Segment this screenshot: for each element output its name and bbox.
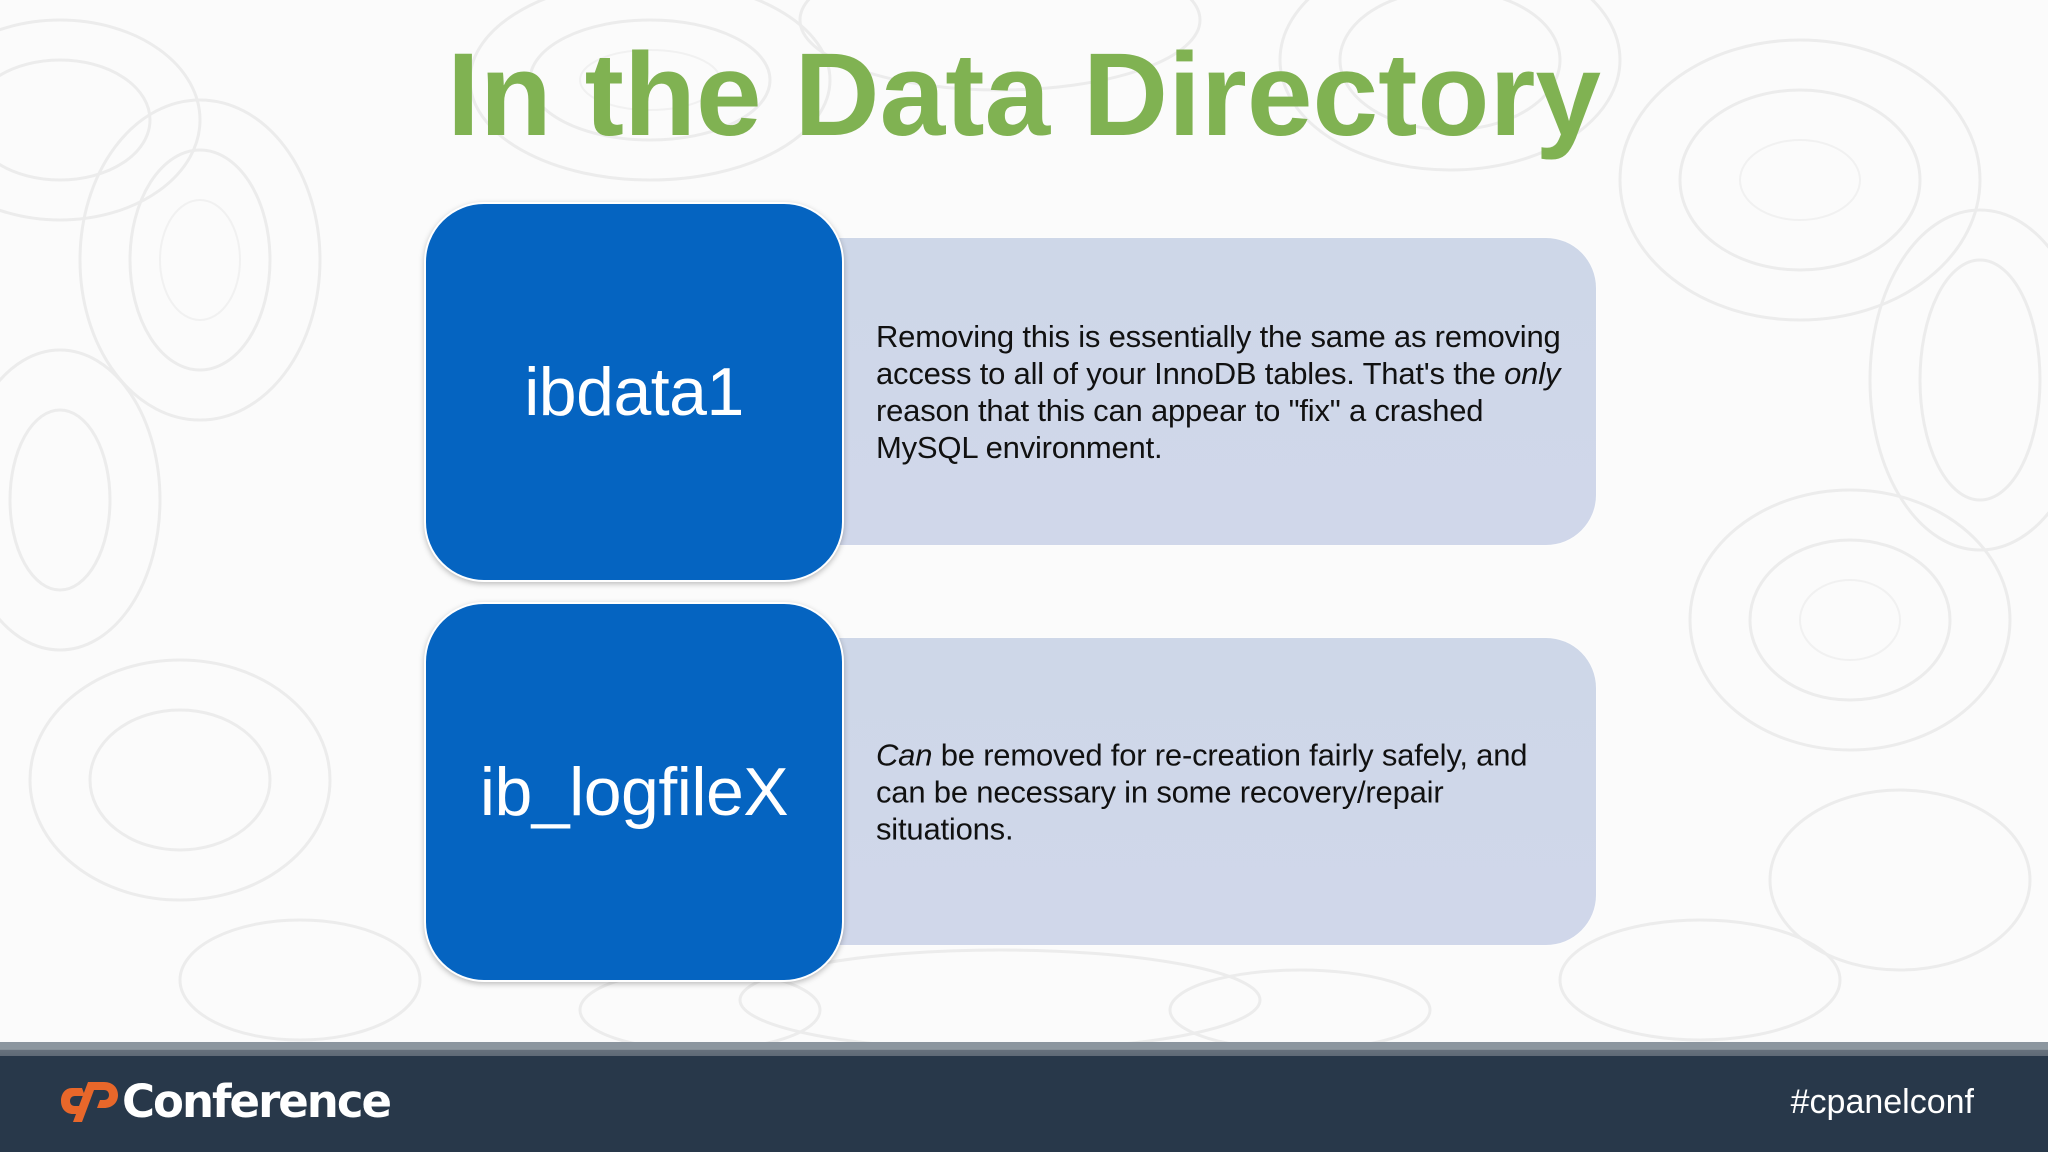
description-text-after: reason that this can appear to "fix" a c…	[876, 392, 1484, 465]
file-item-ibdata1: Removing this is essentially the same as…	[0, 202, 2048, 584]
cpanel-logo-icon	[61, 1082, 118, 1122]
contour-lines-decoration	[0, 0, 2048, 1042]
slide-title: In the Data Directory	[446, 29, 1602, 161]
term-box: ib_logfileX	[424, 602, 844, 982]
logo-text: Conference	[122, 1075, 392, 1128]
description-emphasis: Can	[876, 737, 933, 772]
footer-hashtag: #cpanelconf	[1790, 1083, 1974, 1121]
description-text-after: be removed for re-creation fairly safely…	[876, 737, 1528, 846]
description-panel: Removing this is essentially the same as…	[830, 238, 1596, 545]
description-text: Removing this is essentially the same as…	[876, 318, 1576, 466]
description-panel: Can be removed for re-creation fairly sa…	[830, 638, 1596, 945]
file-item-ib-logfile: Can be removed for re-creation fairly sa…	[0, 602, 2048, 984]
term-box: ibdata1	[424, 202, 844, 582]
term-label: ibdata1	[524, 354, 744, 430]
footer-bar: Conference #cpanelconf	[0, 1056, 2048, 1152]
cpanel-conference-logo: Conference	[60, 1075, 392, 1128]
description-emphasis: only	[1504, 355, 1561, 391]
term-label: ib_logfileX	[479, 754, 789, 830]
footer-divider-stripe	[0, 1042, 2048, 1056]
description-text: Can be removed for re-creation fairly sa…	[876, 736, 1576, 847]
description-text-before: Removing this is essentially the same as…	[876, 318, 1561, 391]
